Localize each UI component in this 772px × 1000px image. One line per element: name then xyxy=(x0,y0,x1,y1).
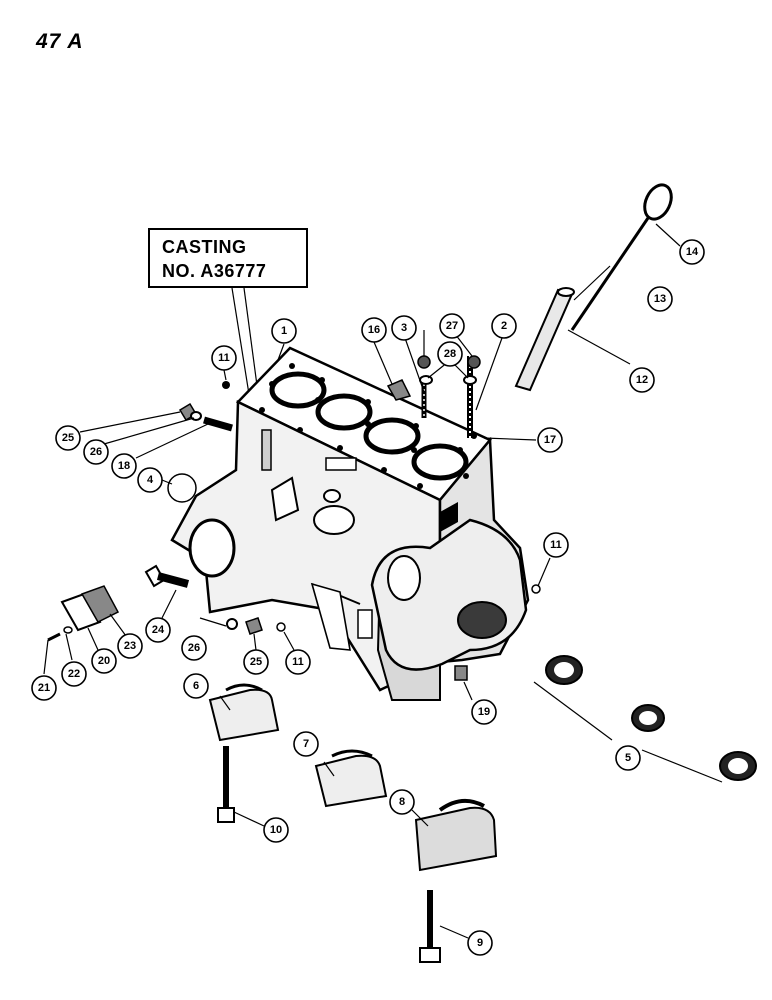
callout-11-top: 11 xyxy=(211,345,237,371)
svg-text:1: 1 xyxy=(281,325,287,337)
svg-text:9: 9 xyxy=(477,937,483,949)
callout-16: 16 xyxy=(361,317,387,343)
svg-text:22: 22 xyxy=(68,668,80,680)
svg-text:5: 5 xyxy=(625,752,631,764)
callout-6: 6 xyxy=(183,673,209,699)
callout-2: 2 xyxy=(491,313,517,339)
casting-number-label: CASTING NO. A36777 xyxy=(148,228,308,288)
callout-7: 7 xyxy=(293,731,319,757)
callout-21: 21 xyxy=(31,675,57,701)
dipstick xyxy=(570,183,673,331)
leader-lines xyxy=(43,223,723,939)
svg-text:8: 8 xyxy=(399,796,405,808)
bearing-shells xyxy=(545,655,757,781)
svg-text:11: 11 xyxy=(550,539,562,551)
svg-text:3: 3 xyxy=(401,322,407,334)
callout-11-bottom: 11 xyxy=(285,649,311,675)
callout-11-right: 11 xyxy=(543,532,569,558)
studs xyxy=(421,356,473,438)
svg-text:14: 14 xyxy=(686,246,699,258)
callout-19: 19 xyxy=(471,699,497,725)
svg-text:6: 6 xyxy=(193,680,199,692)
svg-text:13: 13 xyxy=(654,293,666,305)
page-number: 47 A xyxy=(36,30,84,53)
svg-text:19: 19 xyxy=(478,706,490,718)
callout-20: 20 xyxy=(91,648,117,674)
long-bolt-24 xyxy=(144,564,263,635)
callout-22: 22 xyxy=(61,661,87,687)
svg-text:25: 25 xyxy=(62,432,74,444)
svg-text:4: 4 xyxy=(147,474,154,486)
svg-text:18: 18 xyxy=(118,460,130,472)
svg-text:11: 11 xyxy=(292,656,304,668)
dipstick-tube xyxy=(514,287,575,392)
callout-25-bottom: 25 xyxy=(243,649,269,675)
cover-plate-and-gasket xyxy=(47,585,120,642)
callout-27: 27 xyxy=(439,313,465,339)
casting-label-line1: CASTING xyxy=(162,237,247,257)
callout-3: 3 xyxy=(391,315,417,341)
svg-text:16: 16 xyxy=(368,324,380,336)
callout-8: 8 xyxy=(389,789,415,815)
callout-17: 17 xyxy=(537,427,563,453)
svg-text:10: 10 xyxy=(270,824,282,836)
callout-26-bottom: 26 xyxy=(181,635,207,661)
casting-label-line2: NO. A36777 xyxy=(162,261,267,281)
svg-text:20: 20 xyxy=(98,655,110,667)
fitting-16 xyxy=(386,379,412,401)
callout-9: 9 xyxy=(467,930,493,956)
svg-text:27: 27 xyxy=(446,320,458,332)
callout-1: 1 xyxy=(271,318,297,344)
pipe-plugs xyxy=(222,381,541,632)
svg-text:11: 11 xyxy=(218,352,230,364)
callout-14: 14 xyxy=(679,239,705,265)
callout-10: 10 xyxy=(263,817,289,843)
callout-23: 23 xyxy=(117,633,143,659)
cylinder-block xyxy=(170,346,530,701)
svg-text:12: 12 xyxy=(636,374,648,386)
svg-text:25: 25 xyxy=(250,656,262,668)
callout-5: 5 xyxy=(615,745,641,771)
svg-text:26: 26 xyxy=(90,446,102,458)
svg-text:23: 23 xyxy=(124,640,136,652)
nuts-and-washers xyxy=(417,355,481,385)
callout-24: 24 xyxy=(145,617,171,643)
callout-12: 12 xyxy=(629,367,655,393)
callout-4: 4 xyxy=(137,467,163,493)
bolt-and-nut-side xyxy=(167,402,233,503)
callout-26-left: 26 xyxy=(83,439,109,465)
svg-text:21: 21 xyxy=(38,682,50,694)
callout-25-left: 25 xyxy=(55,425,81,451)
svg-text:7: 7 xyxy=(303,738,309,750)
callout-28: 28 xyxy=(437,341,463,367)
dowel-19 xyxy=(454,665,468,681)
svg-text:24: 24 xyxy=(152,624,165,636)
main-bearing-caps xyxy=(208,683,498,872)
callout-18: 18 xyxy=(111,453,137,479)
svg-text:17: 17 xyxy=(544,434,556,446)
svg-text:26: 26 xyxy=(188,642,200,654)
cap-bolts xyxy=(217,746,441,963)
svg-text:2: 2 xyxy=(501,320,507,332)
callout-13: 13 xyxy=(647,286,673,312)
svg-text:28: 28 xyxy=(444,348,456,360)
